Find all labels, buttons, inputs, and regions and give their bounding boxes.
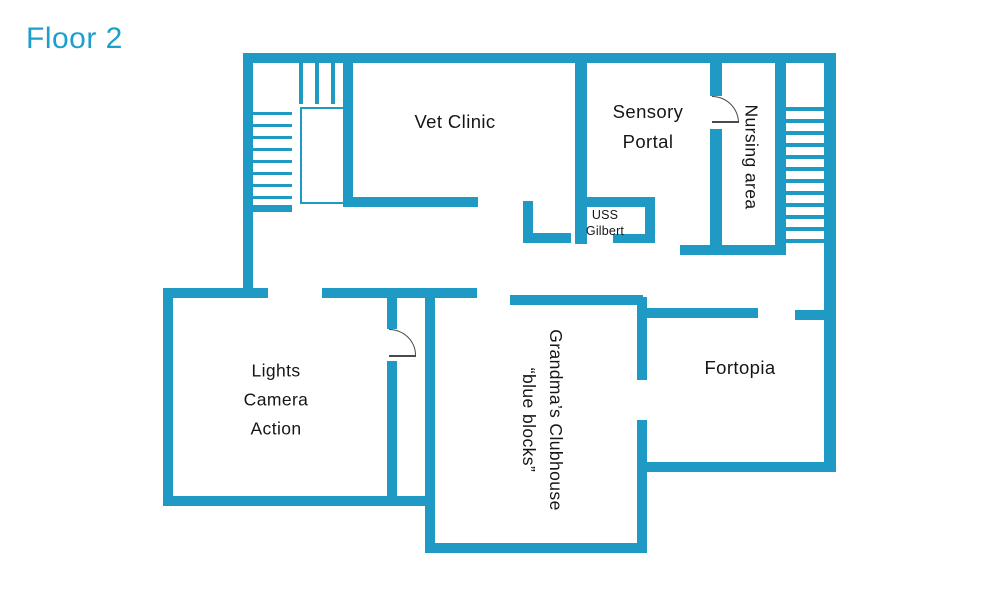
stair-tread [252, 196, 292, 199]
room-label-fortopia: Fortopia [704, 357, 776, 378]
room-label-nursing-area: Nursing area [741, 104, 762, 210]
stair-tread [786, 215, 824, 219]
stair-tread [252, 112, 292, 115]
stair-tread [786, 167, 824, 171]
grandma-left-wall [425, 297, 435, 553]
stair-bottom-cap [250, 205, 292, 212]
grandma-fortopia-divider-lower [637, 420, 647, 546]
lca-top-wall-right [322, 288, 477, 298]
lca-bottom-wall [163, 496, 433, 506]
stair-tread [786, 179, 824, 183]
outer-right-wall [824, 53, 836, 472]
stair-tread [786, 143, 824, 147]
sensory-door-arc-icon [712, 96, 739, 123]
stair-tread [786, 239, 824, 243]
room-label-vet-clinic: Vet Clinic [414, 111, 496, 132]
page-title: Floor 2 [26, 22, 123, 55]
lca-inner-wall-lower [387, 361, 397, 496]
stair-tread [315, 63, 319, 104]
fortopia-top-wall [642, 308, 758, 318]
stair-tread [252, 184, 292, 187]
lca-left-wall [163, 288, 173, 506]
stair-tread [299, 63, 303, 104]
sensory-right-wall-upper [710, 63, 722, 96]
lca-door-leaf-icon [389, 355, 416, 357]
lca-inner-wall-upper [387, 298, 397, 329]
stair-tread [252, 124, 292, 127]
stair-landing [300, 107, 345, 204]
stair-tread [252, 148, 292, 151]
nursing-bottom-wall [680, 245, 786, 255]
vet-clinic-left-wall [343, 62, 353, 205]
lca-door-arc-icon [389, 329, 416, 355]
stair-tread [252, 172, 292, 175]
stair-tread [786, 119, 824, 123]
fortopia-top-stub-wall [795, 310, 836, 320]
stair-tread [786, 107, 824, 111]
stair-tread [786, 131, 824, 135]
stair-tread [786, 191, 824, 195]
room-label-sensory-portal: Sensory Portal [612, 101, 684, 152]
stair-tread [786, 203, 824, 207]
room-label-lights-camera-action: Lights Camera Action [243, 360, 309, 439]
stair-tread [786, 155, 824, 159]
hall-corner-wall-vertical [523, 201, 533, 243]
right-stair-wall [775, 63, 786, 251]
grandma-fortopia-divider-upper [637, 297, 647, 380]
stair-tread [252, 136, 292, 139]
stair-tread [252, 160, 292, 163]
sensory-door-leaf-icon [712, 121, 739, 123]
uss-gilbert-bottom-wall [613, 234, 655, 243]
outer-top-wall [243, 53, 836, 63]
stair-tread [331, 63, 335, 104]
lca-top-wall-left [163, 288, 268, 298]
grandma-bottom-wall [425, 543, 647, 553]
room-label-uss-gilbert: USS Gilbert [585, 208, 625, 238]
hall-corner-wall-horizontal [523, 233, 571, 243]
stair-tread [786, 227, 824, 231]
room-label-grandmas-clubhouse: Grandma’s Clubhouse “blue blocks” [519, 329, 566, 511]
outer-left-wall [243, 53, 253, 298]
grandma-top-wall [510, 295, 643, 305]
sensory-right-wall-lower [710, 129, 722, 251]
uss-gilbert-top-wall [587, 197, 645, 207]
central-divider-wall [575, 62, 587, 244]
uss-gilbert-right-wall [645, 197, 655, 234]
vet-clinic-bottom-wall [343, 197, 478, 207]
fortopia-bottom-wall [640, 462, 836, 472]
